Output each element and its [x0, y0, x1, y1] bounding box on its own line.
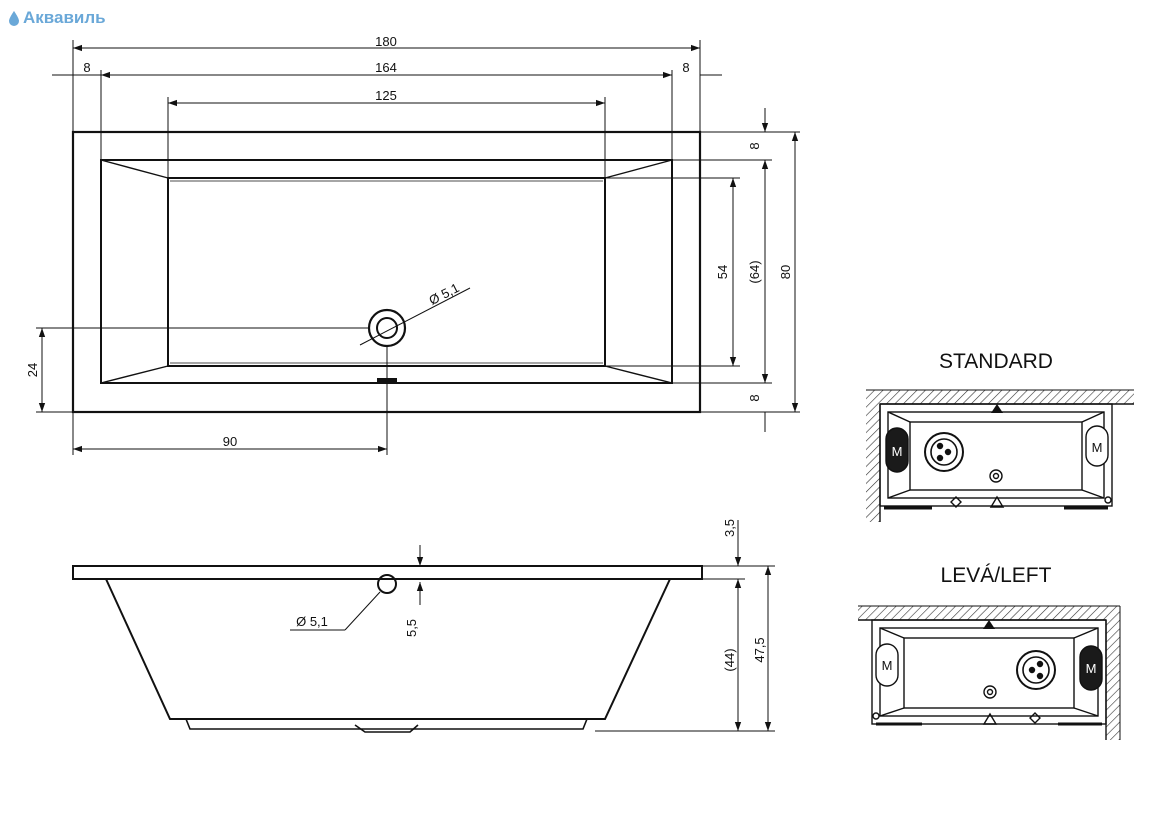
dim-rim-right: 8	[682, 60, 689, 75]
dim-rim-top: 8	[747, 142, 762, 149]
dim-inner-width-bottom: 54	[715, 265, 730, 279]
dim-inner-depth: (44)	[722, 648, 737, 671]
plan-dimensions	[36, 40, 800, 455]
brand-logo: Аквавиль	[8, 8, 106, 28]
dim-overall-length: 180	[375, 34, 397, 49]
dim-drain-offset-x: 90	[223, 434, 237, 449]
motor-label-right-left-config: M	[1086, 661, 1097, 676]
motor-label-left-left-config: M	[882, 658, 893, 673]
dim-drain-offset-y: 24	[25, 363, 40, 377]
dim-overall-height: 47,5	[752, 637, 767, 662]
side-view	[72, 520, 775, 733]
dim-drain-diameter-plan: Ø 5,1	[426, 280, 461, 308]
brand-name: Аквавиль	[23, 8, 106, 27]
dim-rim-left: 8	[83, 60, 90, 75]
motor-label-right-standard: M	[1092, 440, 1103, 455]
config-title-standard: STANDARD	[939, 350, 1053, 373]
dim-inner-length: 164	[375, 60, 397, 75]
dim-inner-width: (64)	[747, 260, 762, 283]
dim-drain-diameter-side: Ø 5,1	[296, 614, 328, 629]
dim-rim-bottom: 8	[747, 394, 762, 401]
dim-bottom-length: 125	[375, 88, 397, 103]
motor-right-left-config	[1079, 645, 1103, 691]
dim-overall-width: 80	[778, 265, 793, 279]
dim-rim-thickness: 3,5	[722, 519, 737, 537]
config-title-left: LEVÁ/LEFT	[941, 564, 1052, 587]
config-standard	[866, 389, 1134, 522]
drop-icon	[9, 11, 19, 26]
bath-body-side	[105, 578, 671, 720]
control-panel-icon	[924, 432, 964, 472]
drain-plan	[367, 308, 407, 348]
overflow-side	[377, 574, 397, 594]
motor-left-standard	[885, 427, 909, 473]
motor-label-left-standard: M	[892, 444, 903, 459]
config-left	[858, 605, 1121, 740]
bath-rim-side	[72, 565, 703, 580]
dim-drain-depth: 5,5	[404, 619, 419, 637]
